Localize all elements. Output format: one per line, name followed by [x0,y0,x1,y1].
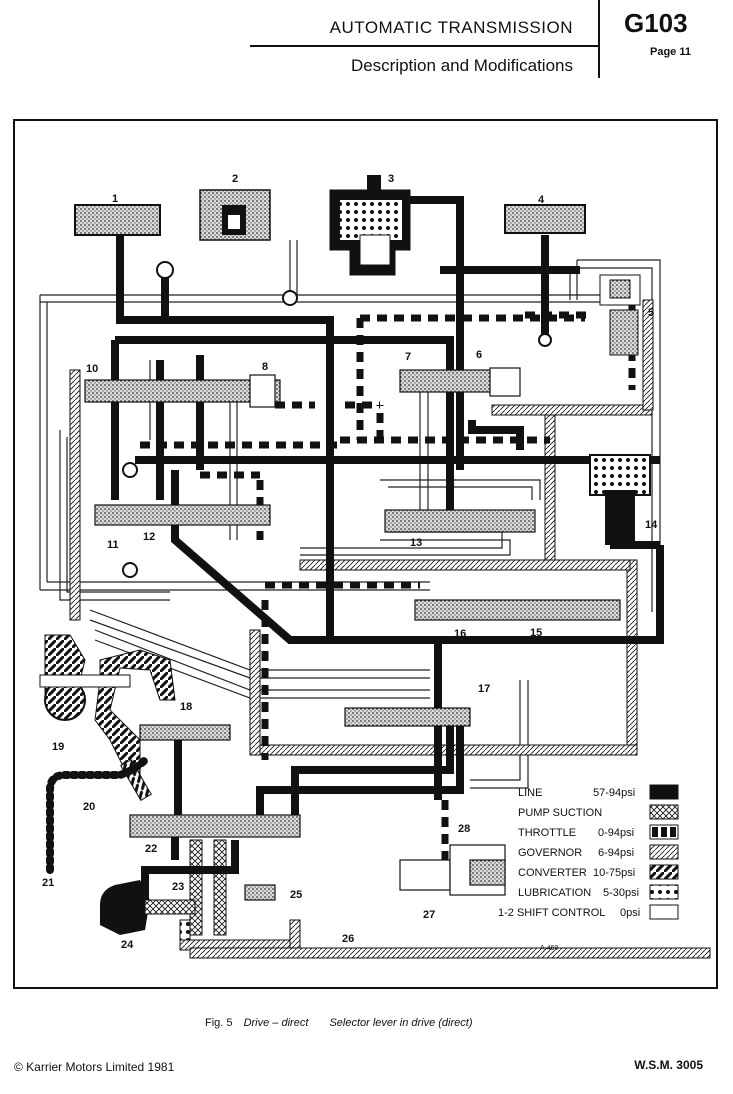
legend-label-converter: CONVERTER [518,867,587,879]
callout-12: 12 [143,531,155,543]
legend-range-converter: 10-75psi [593,867,635,879]
callout-4: 4 [538,194,545,206]
callout-28: 28 [458,823,470,835]
legend-range-governor: 6-94psi [598,847,634,859]
legend-swatch-pump-suction [649,804,679,820]
legend-swatch-converter [649,864,679,880]
legend-label-governor: GOVERNOR [518,847,582,859]
callout-13: 13 [410,537,422,549]
callout-19: 19 [52,741,64,753]
legend-swatch-shift-control [649,904,679,920]
callout-5: 5 [648,307,654,319]
legend-swatch-lubrication [649,884,679,900]
figure-caption: Fig. 5 Drive – direct Selector lever in … [205,1017,491,1029]
legend-range-shift-control: 0psi [620,907,640,919]
figure-note: Selector lever in drive (direct) [329,1017,473,1029]
callout-2: 2 [232,173,238,185]
legend-swatch-line [649,784,679,800]
legend-label-lubrication: LUBRICATION [518,887,591,899]
callout-23: 23 [172,881,184,893]
legend: LINE 57-94psi PUMP SUCTION THROTTLE 0-94… [498,784,679,920]
legend-range-line: 57-94psi [593,787,635,799]
manual-reference: W.S.M. 3005 [634,1058,703,1072]
callout-16: 16 [454,628,466,640]
callout-1: 1 [112,193,118,205]
legend-swatch-throttle [649,824,679,840]
figure-number: Fig. 5 [205,1017,233,1029]
page-number: Page 11 [650,46,691,58]
legend-label-line: LINE [518,787,542,799]
callout-26: 26 [342,933,354,945]
legend-swatch-governor [649,844,679,860]
callout-22: 22 [145,843,157,855]
copyright: © Karrier Motors Limited 1981 [14,1060,175,1074]
header-rule [250,45,598,47]
callout-9: 9 [156,363,162,375]
section-code: G103 [624,8,688,38]
header-divider [598,0,600,78]
legend-label-shift-control: 1-2 SHIFT CONTROL [498,907,605,919]
legend-label-pump-suction: PUMP SUCTION [518,807,602,819]
callout-8: 8 [262,361,268,373]
callout-25: 25 [290,889,302,901]
section-title: AUTOMATIC TRANSMISSION [329,18,573,37]
callout-7: 7 [405,351,411,363]
callout-15: 15 [530,627,542,639]
section-subtitle: Description and Modifications [350,56,573,75]
callout-3: 3 [388,173,394,185]
callout-27: 27 [423,909,435,921]
callout-10: 10 [86,363,98,375]
callout-18: 18 [180,701,192,713]
callout-17: 17 [478,683,490,695]
callout-20: 20 [83,801,95,813]
figure-title: Drive – direct [243,1017,309,1029]
callout-6: 6 [476,349,482,361]
drawing-ref: A.469 [540,945,558,952]
callout-24: 24 [121,939,134,951]
legend-range-throttle: 0-94psi [598,827,634,839]
legend-label-throttle: THROTTLE [518,827,576,839]
callout-14: 14 [645,519,658,531]
callout-11: 11 [107,539,119,551]
callout-21: 21 [42,877,54,889]
legend-range-lubrication: 5-30psi [603,887,639,899]
